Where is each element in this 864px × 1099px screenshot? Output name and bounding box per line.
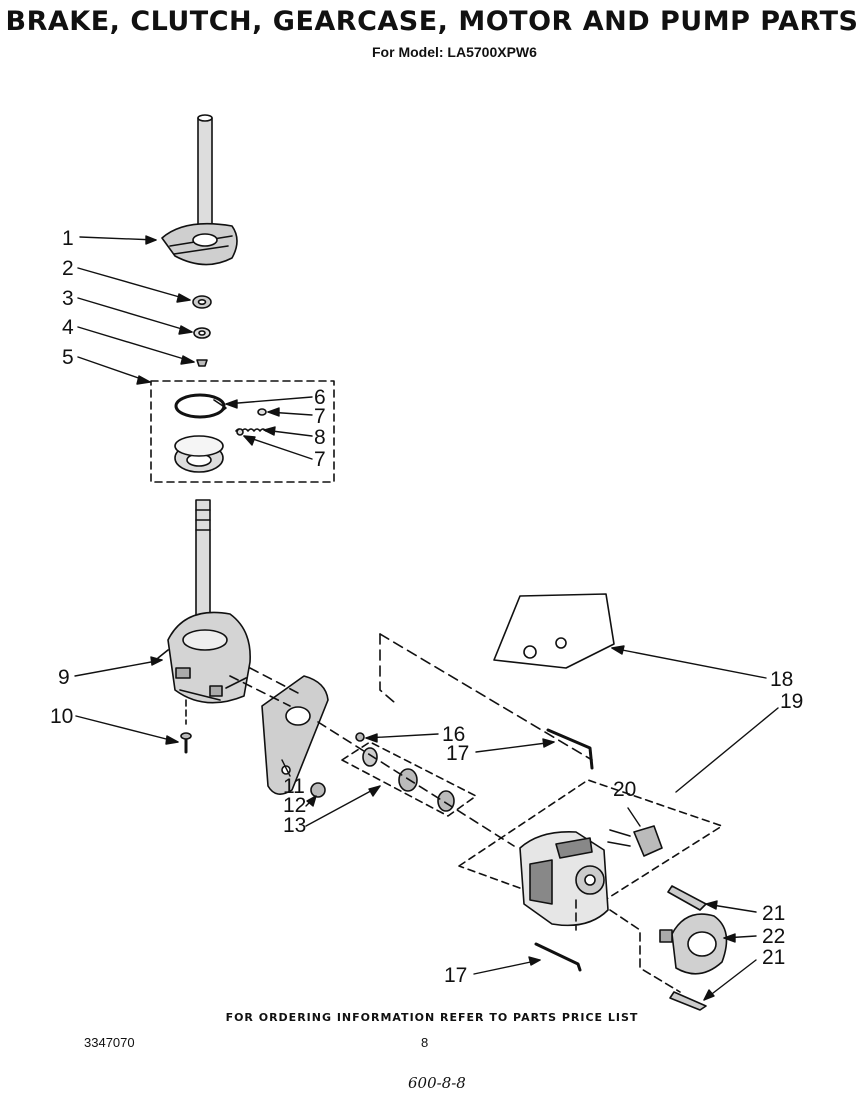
callout-16: 16 bbox=[442, 723, 465, 746]
callout-2: 2 bbox=[62, 257, 74, 280]
part-10-screw bbox=[180, 732, 192, 754]
ordering-info-note: FOR ORDERING INFORMATION REFER TO PARTS … bbox=[225, 1011, 639, 1024]
callout-13: 13 bbox=[283, 814, 306, 837]
leader-lines bbox=[74, 235, 779, 1001]
callout-1: 1 bbox=[62, 227, 74, 250]
callout-7-upper: 7 bbox=[314, 405, 326, 428]
callout-21-upper: 21 bbox=[762, 902, 785, 925]
page-number: 8 bbox=[421, 1035, 429, 1050]
part-19-motor-box bbox=[458, 779, 723, 913]
callout-5: 5 bbox=[62, 346, 74, 369]
callout-3: 3 bbox=[62, 287, 74, 310]
part-6-brake-band bbox=[174, 393, 227, 419]
handwritten-note: 600-8-8 bbox=[408, 1074, 466, 1092]
part-3-washer bbox=[193, 327, 211, 339]
callout-9: 9 bbox=[58, 666, 70, 689]
callout-20: 20 bbox=[613, 778, 636, 801]
callout-4: 4 bbox=[62, 316, 74, 339]
part-5-brake-assembly-box bbox=[150, 380, 335, 483]
callout-19: 19 bbox=[780, 690, 803, 713]
callout-17-upper: 17 bbox=[446, 742, 469, 765]
callout-22: 22 bbox=[762, 925, 785, 948]
callout-12: 12 bbox=[283, 794, 306, 817]
callout-7-lower: 7 bbox=[314, 448, 326, 471]
part-11-pump-cover bbox=[261, 675, 329, 795]
callout-labels: 1 2 3 4 5 6 7 8 7 9 10 11 12 13 16 17 18… bbox=[50, 227, 803, 987]
part-22-pump-housing bbox=[659, 913, 728, 975]
pump-guide-lines bbox=[229, 667, 515, 847]
callout-11: 11 bbox=[283, 775, 305, 798]
document-number: 3347070 bbox=[84, 1035, 135, 1050]
callout-10: 10 bbox=[50, 705, 73, 728]
part-9-gearcase bbox=[157, 611, 251, 704]
part-7-8-spring-pins bbox=[235, 408, 267, 436]
part-17-rod-lower bbox=[534, 942, 582, 972]
model-subtitle: For Model: LA5700XPW6 bbox=[372, 44, 537, 60]
part-18-motor-plate bbox=[493, 593, 615, 669]
callout-18: 18 bbox=[770, 668, 793, 691]
frame-outline-dashed bbox=[379, 633, 593, 761]
part-2-nut bbox=[192, 295, 212, 309]
motor bbox=[519, 831, 609, 927]
part-12-impeller-nut bbox=[310, 782, 326, 798]
part-17-rod-upper bbox=[546, 728, 594, 770]
callout-21-lower: 21 bbox=[762, 946, 785, 969]
part-20-switch bbox=[607, 825, 663, 857]
part-21-clip-lower bbox=[669, 991, 707, 1011]
callout-6: 6 bbox=[314, 386, 326, 409]
page-title: BRAKE, CLUTCH, GEARCASE, MOTOR AND PUMP … bbox=[5, 6, 859, 37]
motor-lines bbox=[575, 899, 681, 993]
part-21-clip-upper bbox=[667, 885, 707, 911]
callout-8: 8 bbox=[314, 426, 326, 449]
agitator-shaft-top bbox=[197, 114, 213, 235]
part-4-retainer bbox=[196, 359, 208, 367]
callout-17-lower: 17 bbox=[444, 964, 467, 987]
part-1-brake-cam bbox=[161, 222, 238, 266]
agitator-shaft-lower bbox=[195, 499, 211, 641]
part-7-brake-disc bbox=[174, 435, 224, 473]
part-16-screw bbox=[355, 732, 365, 742]
